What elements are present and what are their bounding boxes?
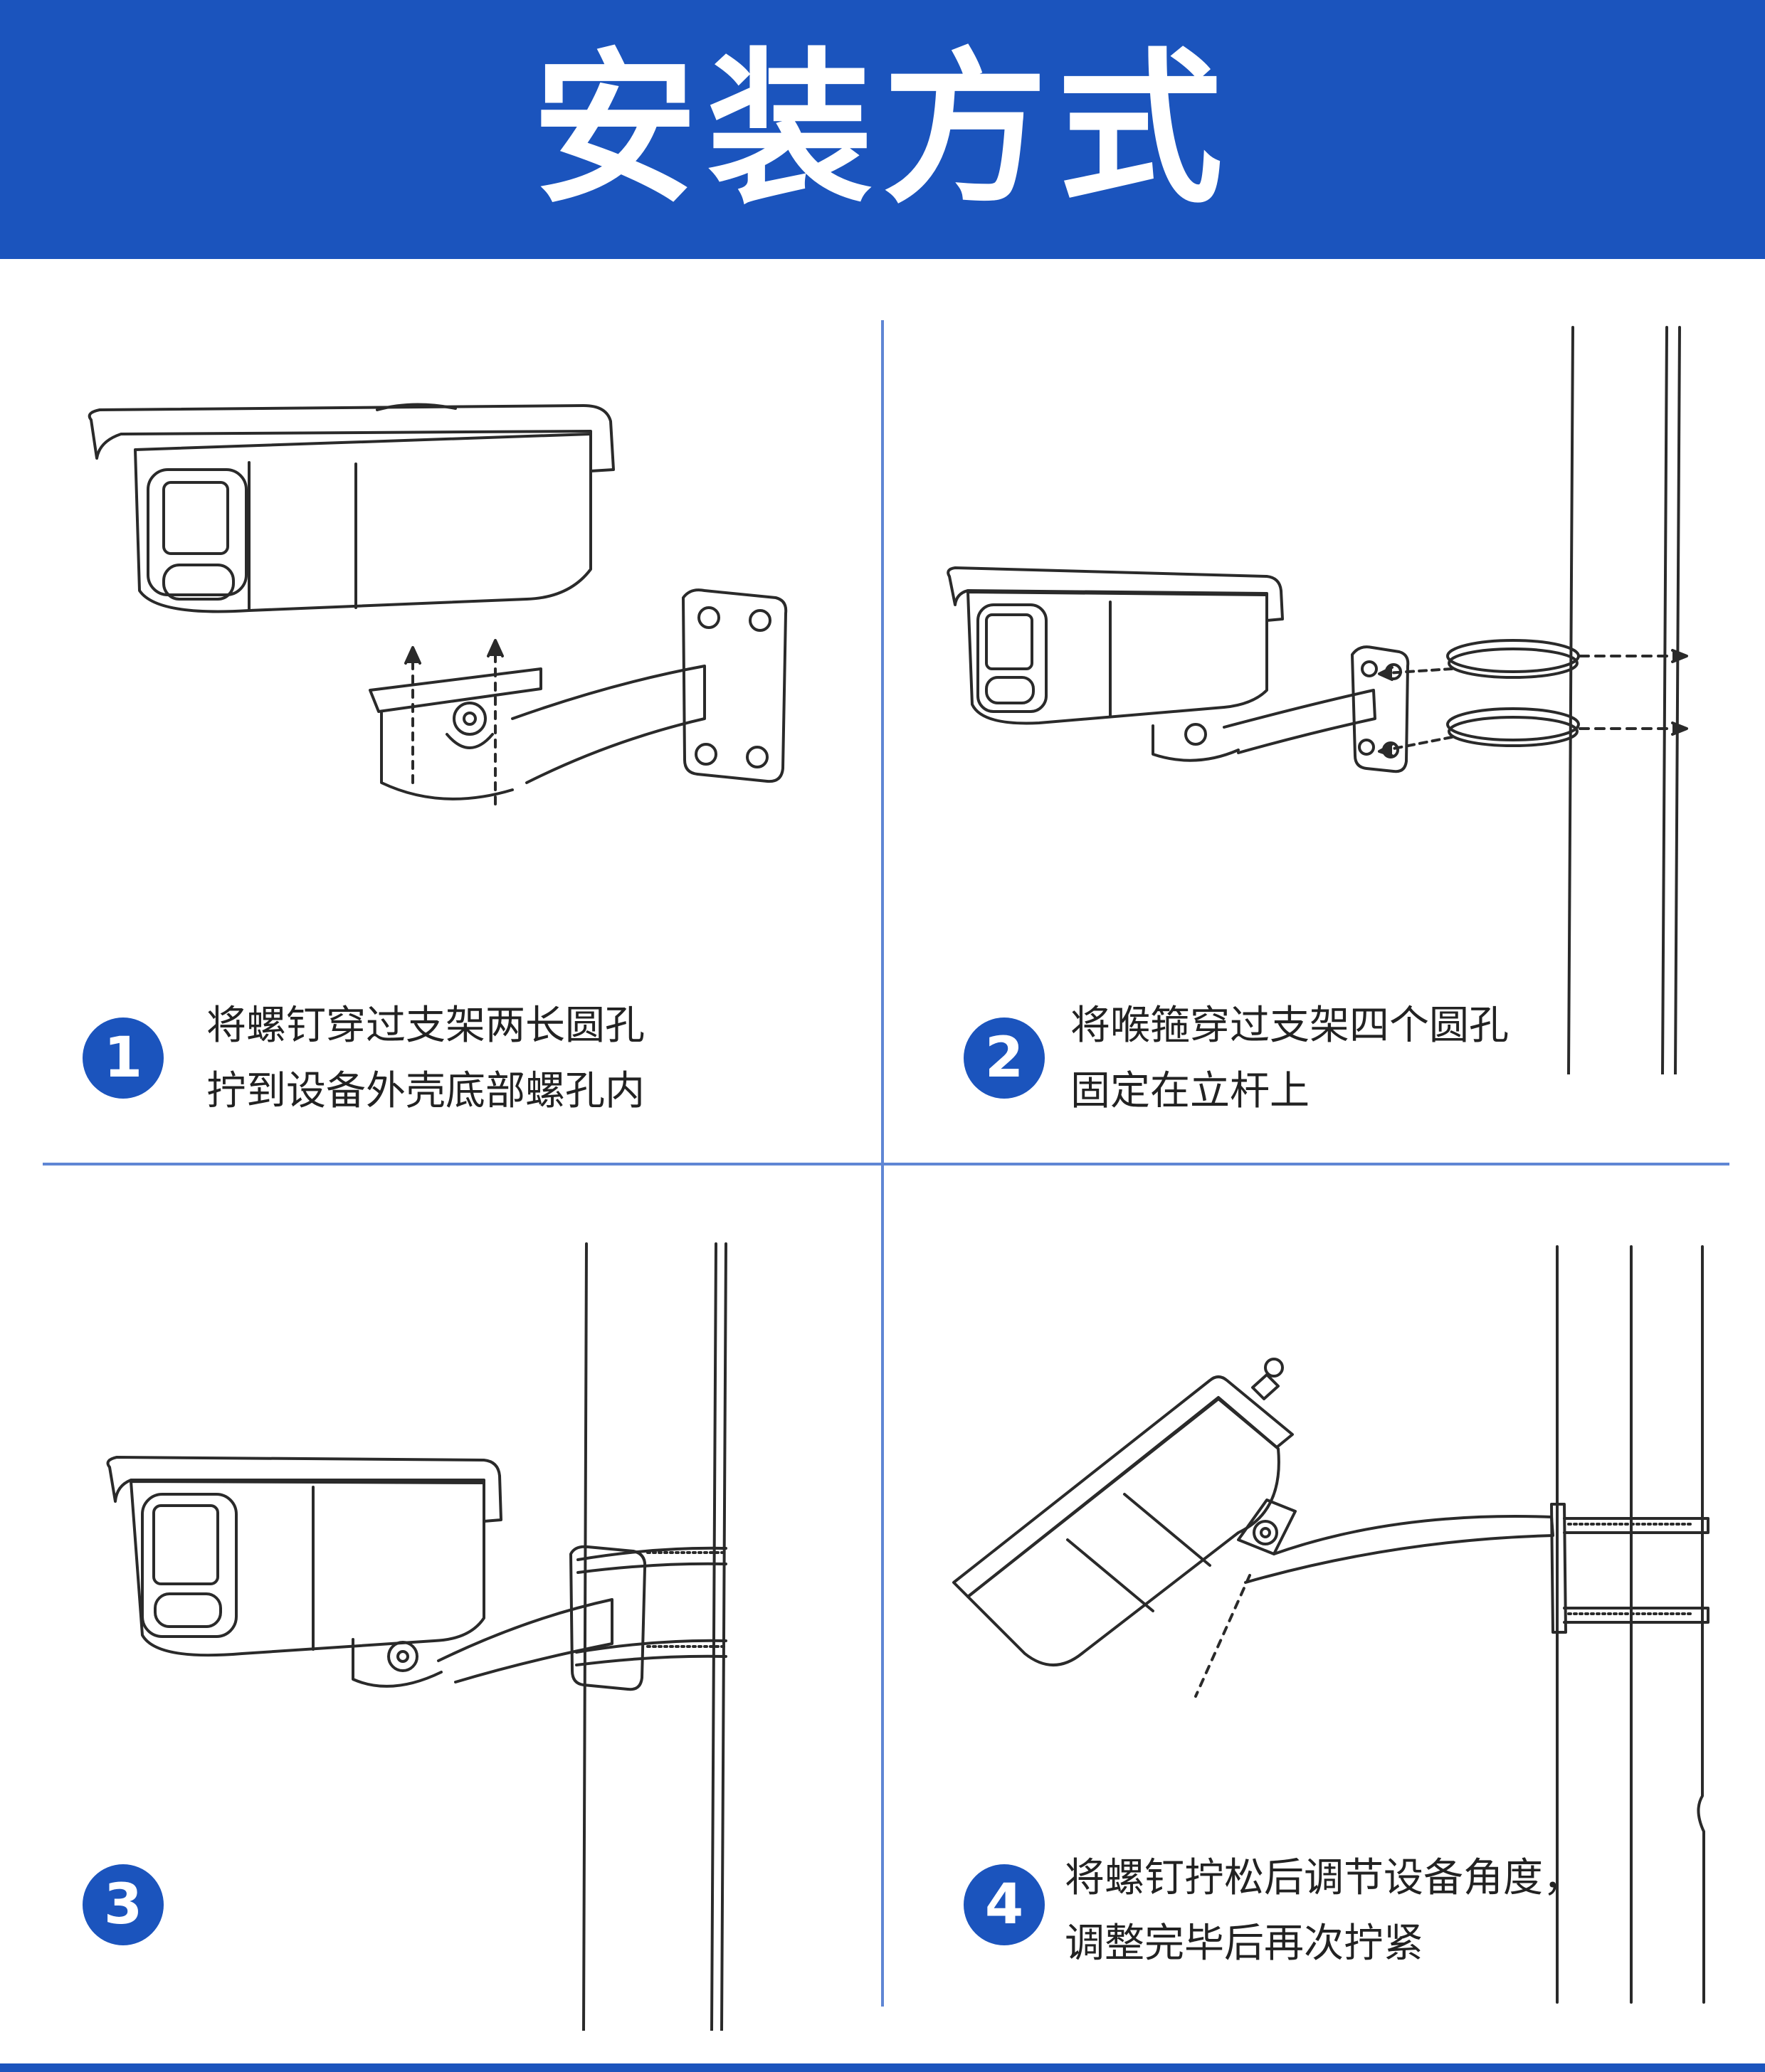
step1-camera-bracket-drawing <box>88 403 788 805</box>
step4-adjust-angle-drawing <box>952 1245 1709 2004</box>
step-4-line-1: 将螺钉拧松后调节设备角度， <box>1065 1855 1583 1901</box>
step-2-description: 将喉箍穿过支架四个圆孔 固定在立杆上 <box>1070 993 1509 1124</box>
step-4-badge: 4 <box>964 1864 1045 1945</box>
step2-hose-clamp-drawing <box>947 326 1688 1074</box>
step-1-description: 将螺钉穿过支架两长圆孔 拧到设备外壳底部螺孔内 <box>206 993 645 1124</box>
step-1-line-2: 拧到设备外壳底部螺孔内 <box>206 1068 645 1114</box>
step3-pole-mounted-drawing <box>106 1242 727 2031</box>
step-2-line-1: 将喉箍穿过支架四个圆孔 <box>1070 1003 1509 1049</box>
step-4-description: 将螺钉拧松后调节设备角度， 调整完毕后再次拧紧 <box>1065 1846 1583 1977</box>
step-1-badge: 1 <box>83 1018 164 1099</box>
horizontal-divider <box>43 1163 1729 1166</box>
page-title: 安装方式 <box>532 33 1233 226</box>
step-2-badge: 2 <box>964 1018 1045 1099</box>
header-banner: 安装方式 <box>0 0 1765 259</box>
step-1-line-1: 将螺钉穿过支架两长圆孔 <box>206 1003 645 1049</box>
step-4-line-2: 调整完毕后再次拧紧 <box>1065 1920 1423 1967</box>
bottom-rule <box>0 2063 1765 2072</box>
step-2-line-2: 固定在立杆上 <box>1070 1068 1310 1114</box>
step-3-badge: 3 <box>83 1864 164 1945</box>
